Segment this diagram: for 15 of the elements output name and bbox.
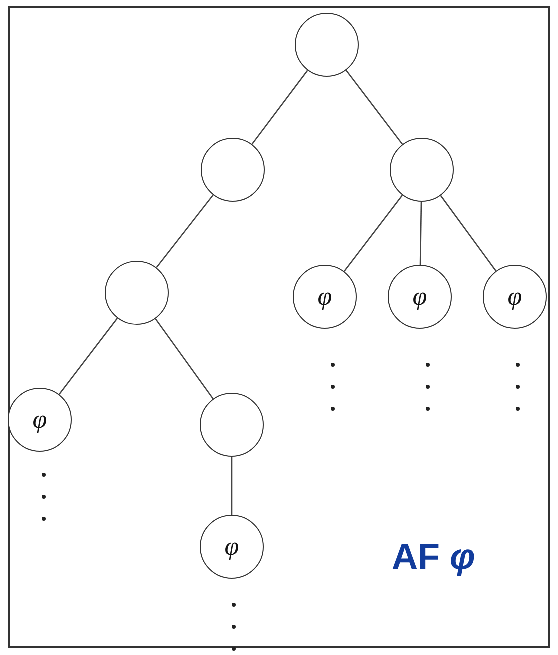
tree-edge [58, 318, 118, 395]
tree-edge [440, 195, 497, 272]
tree-edge [252, 70, 308, 145]
tree-edge [155, 318, 214, 400]
tree-edge [346, 70, 404, 145]
phi-node: φ [483, 265, 547, 329]
phi-node: φ [388, 265, 452, 329]
phi-node: φ [293, 265, 357, 329]
formula-label: AF φ [392, 535, 476, 579]
tree-edge [156, 194, 214, 268]
tree-edge [344, 195, 404, 272]
tree-edge [420, 202, 422, 266]
tree-edge [231, 457, 233, 515]
phi-node: φ [200, 515, 264, 579]
phi-node: φ [8, 388, 72, 452]
